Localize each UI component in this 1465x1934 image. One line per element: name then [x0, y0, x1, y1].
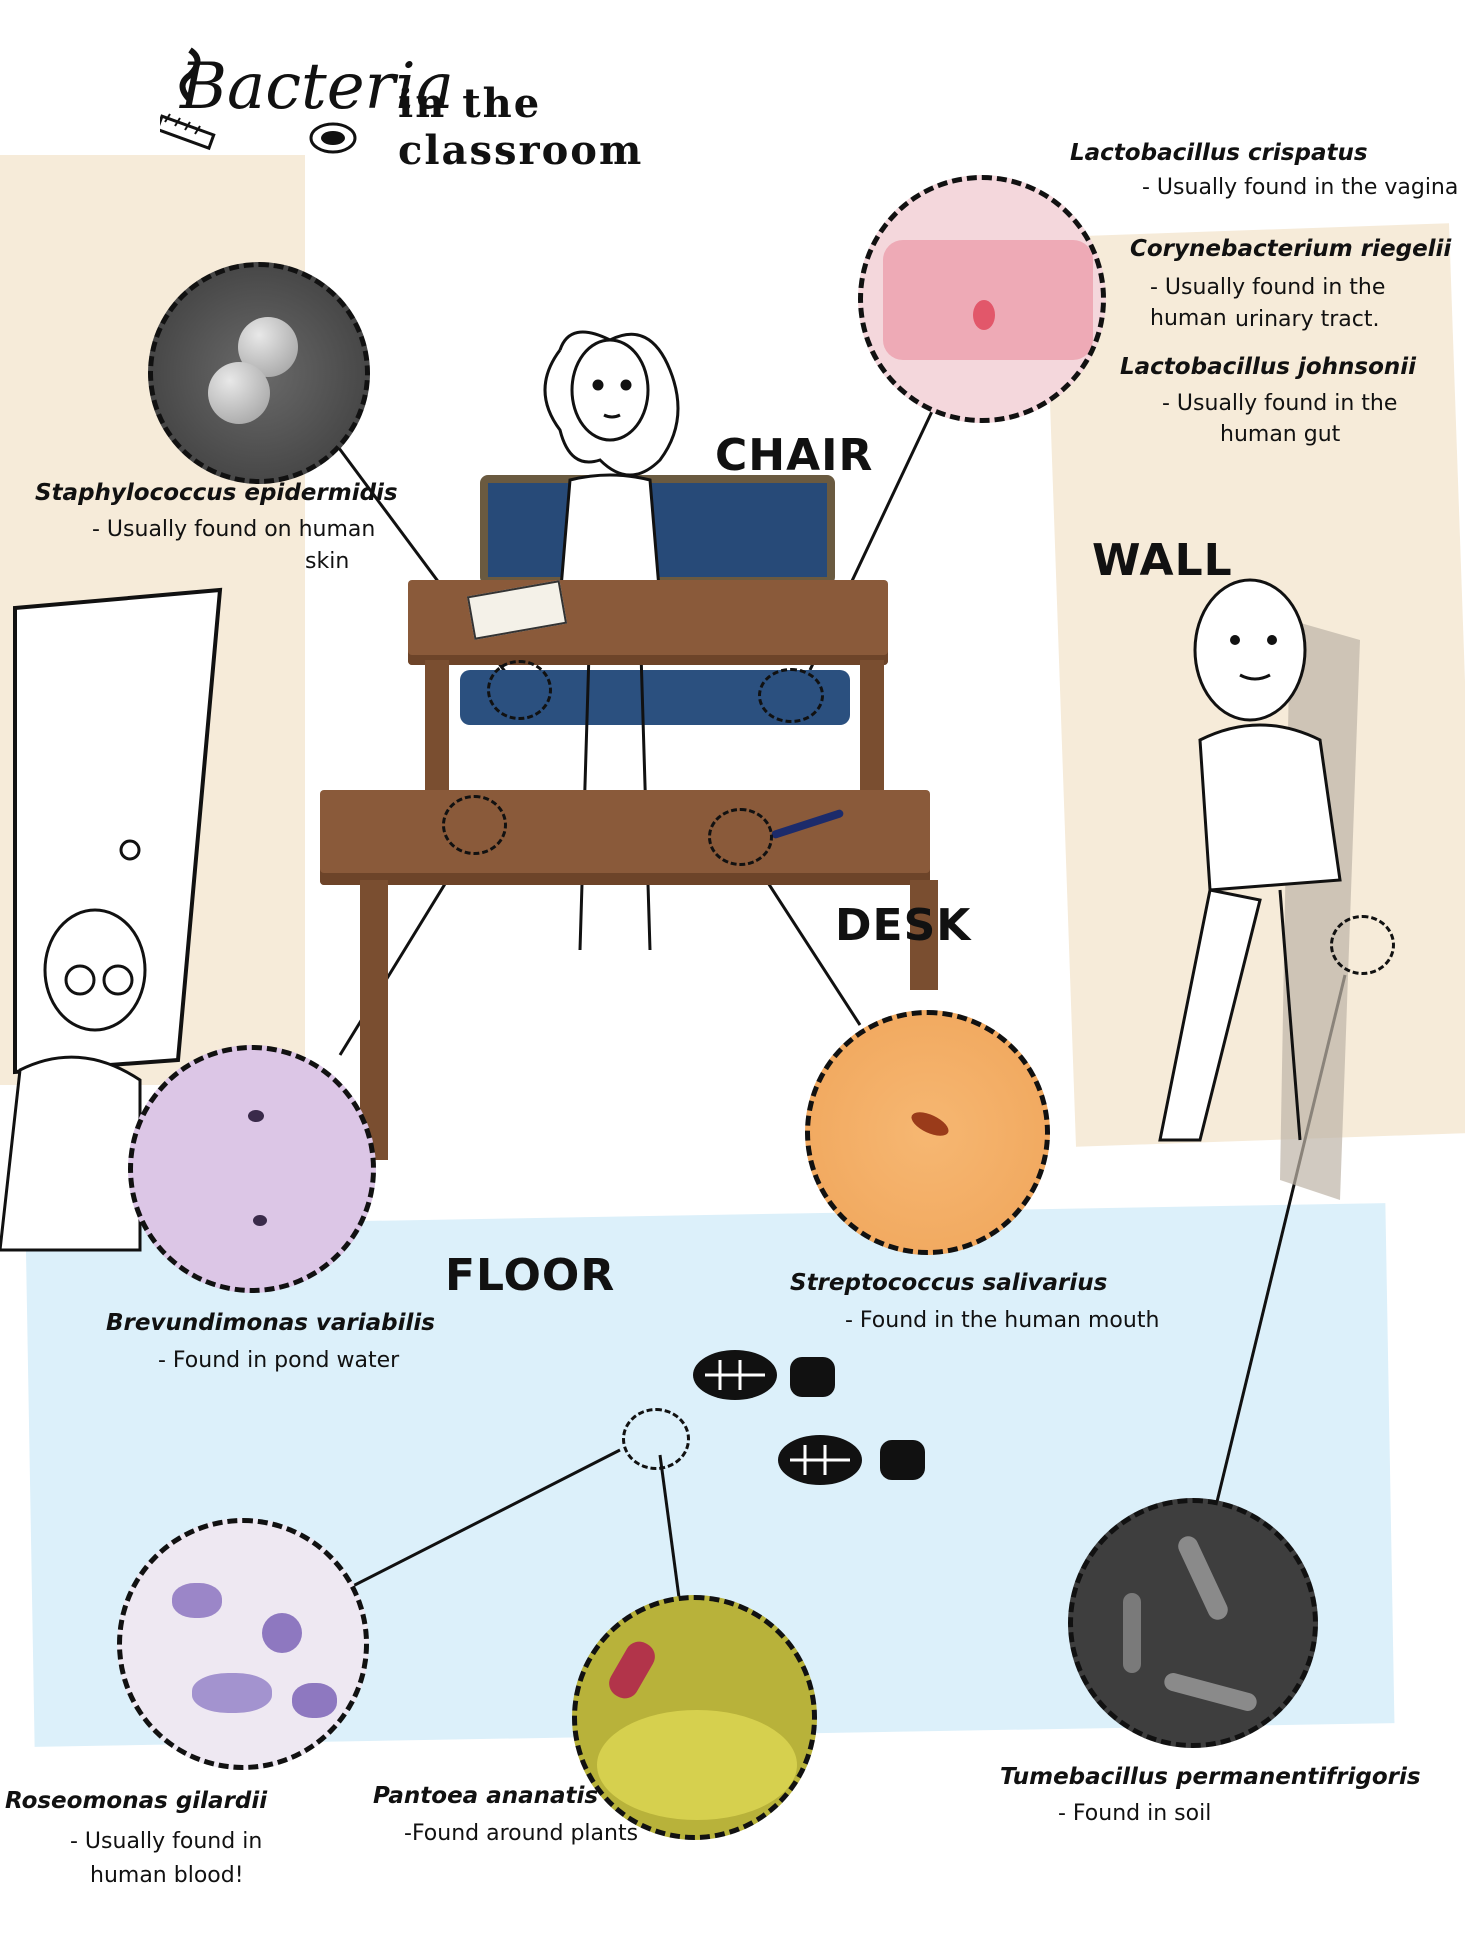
species-name-corynebacterium-riegelii: Corynebacterium riegelii [1130, 236, 1452, 262]
footprint-icon [693, 1350, 925, 1485]
front-desk-top [320, 790, 930, 885]
stain-spot-2 [253, 1215, 267, 1226]
student-girl-glasses [0, 890, 170, 1340]
spot-chair-right[interactable] [758, 668, 824, 723]
species-desc-lactobacillus-crispatus: - Usually found in the vagina [1142, 175, 1459, 200]
footprints [690, 1345, 940, 1505]
zone-label-desk: DESK [835, 900, 972, 951]
bacteria-cell-icon [309, 122, 357, 154]
stain-spot-1 [248, 1110, 264, 1122]
stain-spot [973, 300, 995, 330]
species-desc-corynebacterium-riegelii-line1: - Usually found in the human [1150, 275, 1386, 331]
boy-drawing-icon [1158, 578, 1360, 1200]
species-name-lactobacillus-crispatus: Lactobacillus crispatus [1070, 140, 1368, 166]
micrograph-roseomonas[interactable] [117, 1518, 369, 1770]
species-name-tumebacillus-permanentifrigoris: Tumebacillus permanentifrigoris [1000, 1764, 1421, 1790]
species-desc-staphylococcus-epidermidis-line2: skin [305, 549, 350, 574]
species-desc-roseomonas-gilardii-line2: human blood! [90, 1863, 244, 1888]
rod-cell-2 [1123, 1593, 1141, 1673]
species-desc-roseomonas-gilardii-line1: - Usually found in [70, 1829, 263, 1854]
species-name-roseomonas-gilardii: Roseomonas gilardii [5, 1788, 268, 1814]
spot-chair-left[interactable] [487, 660, 552, 720]
species-desc-pantoea-ananatis: -Found around plants [404, 1821, 639, 1846]
stain-spot [908, 1107, 952, 1141]
micrograph-streptococcus[interactable] [805, 1010, 1050, 1255]
title: Bacteria in the classroom [150, 40, 790, 174]
species-desc-streptococcus-salivarius: - Found in the human mouth [845, 1308, 1160, 1333]
species-name-pantoea-ananatis: Pantoea ananatis [373, 1783, 599, 1809]
cell-cluster-1 [172, 1583, 222, 1618]
bacteria-doodle-icon [160, 47, 216, 151]
rod-cell-1 [1174, 1532, 1232, 1624]
spot-desk-right[interactable] [708, 808, 773, 866]
zone-label-wall: WALL [1092, 535, 1233, 586]
bacterium-rod [604, 1636, 660, 1704]
cell-cluster-4 [292, 1683, 337, 1718]
micrograph-tumebacillus[interactable] [1068, 1498, 1318, 1748]
girl-drawing-icon [543, 330, 680, 951]
species-name-brevundimonas-variabilis: Brevundimonas variabilis [106, 1310, 435, 1336]
cell-cluster-3 [192, 1673, 272, 1713]
species-name-streptococcus-salivarius: Streptococcus salivarius [790, 1270, 1108, 1296]
species-name-staphylococcus-epidermidis: Staphylococcus epidermidis [35, 480, 398, 506]
desk-leg-left [425, 660, 449, 790]
species-desc-corynebacterium-riegelii-line2: urinary tract. [1235, 307, 1380, 332]
spot-desk-left[interactable] [442, 795, 507, 855]
girl-glasses-drawing-icon [0, 908, 147, 1252]
rod-cell-3 [1162, 1671, 1259, 1713]
cell-cluster-2 [262, 1613, 302, 1653]
front-desk-leg-left [360, 880, 388, 1160]
student-boy [1060, 560, 1400, 1220]
species-desc-tumebacillus-permanentifrigoris: - Found in soil [1058, 1801, 1212, 1826]
zone-label-floor: FLOOR [445, 1250, 616, 1301]
species-desc-lactobacillus-johnsonii-line1: - Usually found in the [1162, 391, 1398, 416]
species-desc-staphylococcus-epidermidis-line1: - Usually found on human [92, 517, 376, 542]
species-desc-lactobacillus-johnsonii-line2: human gut [1220, 422, 1341, 447]
epithelial-cell [883, 240, 1093, 360]
cocci-cell-2 [208, 362, 270, 424]
spot-floor[interactable] [622, 1408, 690, 1470]
micrograph-lactobacillus[interactable] [858, 175, 1106, 423]
zone-label-chair: CHAIR [715, 430, 874, 481]
species-name-lactobacillus-johnsonii: Lactobacillus johnsonii [1120, 354, 1417, 380]
front-desk-leg-right [910, 880, 938, 990]
species-desc-brevundimonas-variabilis: - Found in pond water [158, 1348, 400, 1373]
title-script: Bacteria [180, 50, 454, 124]
desk-leg-right [860, 660, 884, 790]
micrograph-pantoea[interactable] [572, 1595, 817, 1840]
micrograph-brevundimonas[interactable] [128, 1045, 376, 1293]
student-girl [530, 290, 690, 990]
plant-tissue [597, 1710, 797, 1820]
title-rest: in the classroom [398, 80, 644, 174]
spot-wall[interactable] [1330, 915, 1395, 975]
micrograph-staphylococcus[interactable] [148, 262, 370, 484]
